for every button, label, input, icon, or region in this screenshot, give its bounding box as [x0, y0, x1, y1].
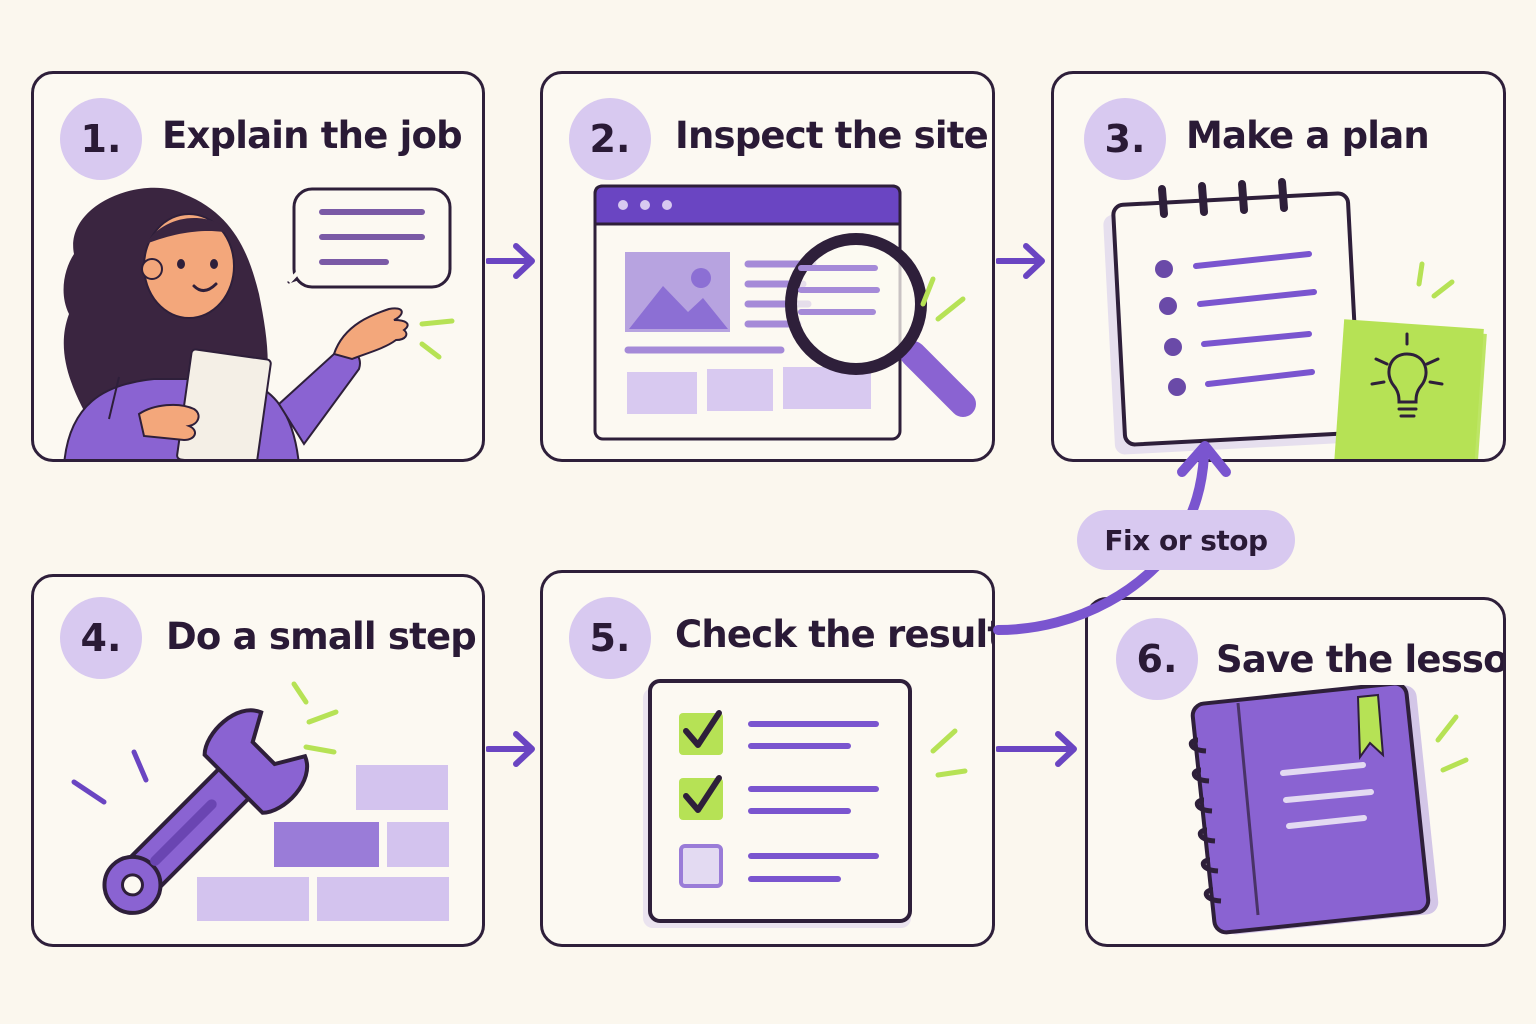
step-title: Inspect the site: [675, 114, 989, 157]
step-card-check-result: 5. Check the result: [540, 570, 995, 947]
arrow-right-icon: [996, 731, 1077, 767]
step-number-badge: 1.: [60, 98, 142, 180]
step-title: Do a small step: [166, 615, 477, 658]
arrow-right-icon: [486, 731, 535, 767]
step-number-badge: 4.: [60, 597, 142, 679]
browser-magnifier-illustration: [593, 184, 976, 441]
step-card-small-step: 4. Do a small step: [31, 574, 485, 947]
step-card-save-lesson: 6. Save the lesson: [1085, 597, 1506, 947]
notepad-lightbulb-illustration: [1103, 178, 1487, 459]
checklist-illustration: [643, 679, 968, 928]
arrow-right-icon: [486, 243, 535, 279]
fix-or-stop-label: Fix or stop: [1077, 510, 1295, 570]
step-title: Check the result: [675, 613, 995, 656]
step-title: Save the lesson: [1216, 638, 1506, 681]
step-card-make-plan: 3. Make a plan: [1051, 71, 1506, 462]
step-title: Make a plan: [1186, 114, 1430, 157]
step-title: Explain the job: [162, 114, 463, 157]
step-number-badge: 3.: [1084, 98, 1166, 180]
step-number-badge: 6.: [1116, 618, 1198, 700]
woman-explaining-illustration: [63, 187, 455, 459]
step-number-badge: 2.: [569, 98, 651, 180]
arrow-right-icon: [996, 243, 1045, 279]
wrench-bricks-illustration: [71, 681, 449, 921]
step-card-inspect-site: 2. Inspect the site: [540, 71, 995, 462]
notebook-bookmark-illustration: [1188, 685, 1469, 935]
step-card-explain-job: 1. Explain the job: [31, 71, 485, 462]
step-number-badge: 5.: [569, 597, 651, 679]
